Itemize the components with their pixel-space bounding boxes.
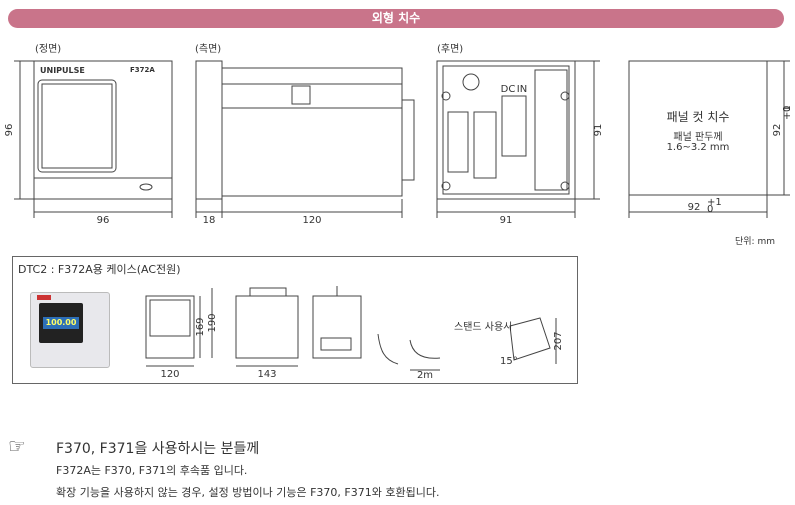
note-line-2: 확장 기능을 사용하지 않는 경우, 설정 방법이나 기능은 F370, F37…: [56, 486, 440, 499]
panel-height-dim: 92: [772, 124, 783, 137]
dtc-front-width-dim: 120: [160, 369, 179, 380]
dtc-front-h1-dim: 169: [195, 317, 206, 336]
panel-width-tol-upper: +1: [707, 197, 722, 208]
rear-dc-label: DC: [501, 84, 516, 95]
panel-cut-sub2: 1.6~3.2 mm: [666, 142, 730, 153]
dtc-stand-height: 207: [553, 331, 564, 350]
panel-height-tol-upper: +1: [782, 105, 793, 120]
front-height-dim: 96: [4, 124, 15, 137]
dtc-side-width-dim: 143: [257, 369, 276, 380]
front-view-label: (정면): [35, 44, 62, 55]
panel-width-dim: 92: [688, 202, 701, 213]
panel-cut-title: 패널 컷 치수: [666, 110, 730, 124]
rear-in-label: IN: [517, 84, 527, 95]
rear-width-dim: 91: [500, 215, 513, 226]
rear-height-dim: 91: [593, 124, 604, 137]
dtc-photo-screen: 100.00: [39, 303, 83, 343]
dtc-stand-label: 스탠드 사용시: [454, 321, 512, 333]
dtc-front-h2-dim: 190: [207, 313, 218, 332]
front-brand: UNIPULSE: [40, 66, 85, 75]
dtc-photo-logo: [37, 295, 51, 300]
panel-cut-view: [628, 60, 790, 218]
panel-height-tol-lower: 0: [782, 106, 793, 112]
note-title: F370, F371을 사용하시는 분들께: [56, 441, 260, 457]
unit-label: 단위: mm: [735, 237, 775, 247]
dtc-side-drawing: [235, 287, 299, 367]
side-w2-dim: 120: [302, 215, 321, 226]
side-w1-dim: 18: [203, 215, 216, 226]
front-view: [14, 60, 173, 218]
front-model: F372A: [130, 66, 155, 74]
side-view-label: (측면): [195, 44, 222, 55]
dtc-photo-value: 100.00: [43, 317, 79, 329]
dtc-cable-drawing: [377, 333, 441, 371]
rear-view: [436, 60, 600, 218]
front-width-dim: 96: [97, 215, 110, 226]
dtc-front-drawing: [145, 288, 213, 367]
rear-view-label: (후면): [437, 44, 464, 55]
dtc-rear-drawing: [312, 286, 362, 359]
dtc-case-box: [12, 256, 578, 384]
pointing-hand-icon: ☞: [8, 434, 26, 458]
section-banner: 외형 치수: [8, 9, 784, 28]
side-view: [195, 60, 415, 218]
dtc-stand-angle: 15°: [500, 356, 518, 367]
panel-width-tol-lower: 0: [707, 204, 713, 215]
panel-cut-sub1: 패널 판두께: [673, 132, 723, 143]
note-line-1: F372A는 F370, F371의 후속품 입니다.: [56, 464, 248, 477]
dtc-stand-drawing: [509, 317, 557, 364]
dtc-photo: 100.00: [30, 292, 110, 368]
dtc-title: DTC2 : F372A용 케이스(AC전원): [18, 263, 181, 276]
dtc-cable-length: 2m: [417, 370, 433, 381]
